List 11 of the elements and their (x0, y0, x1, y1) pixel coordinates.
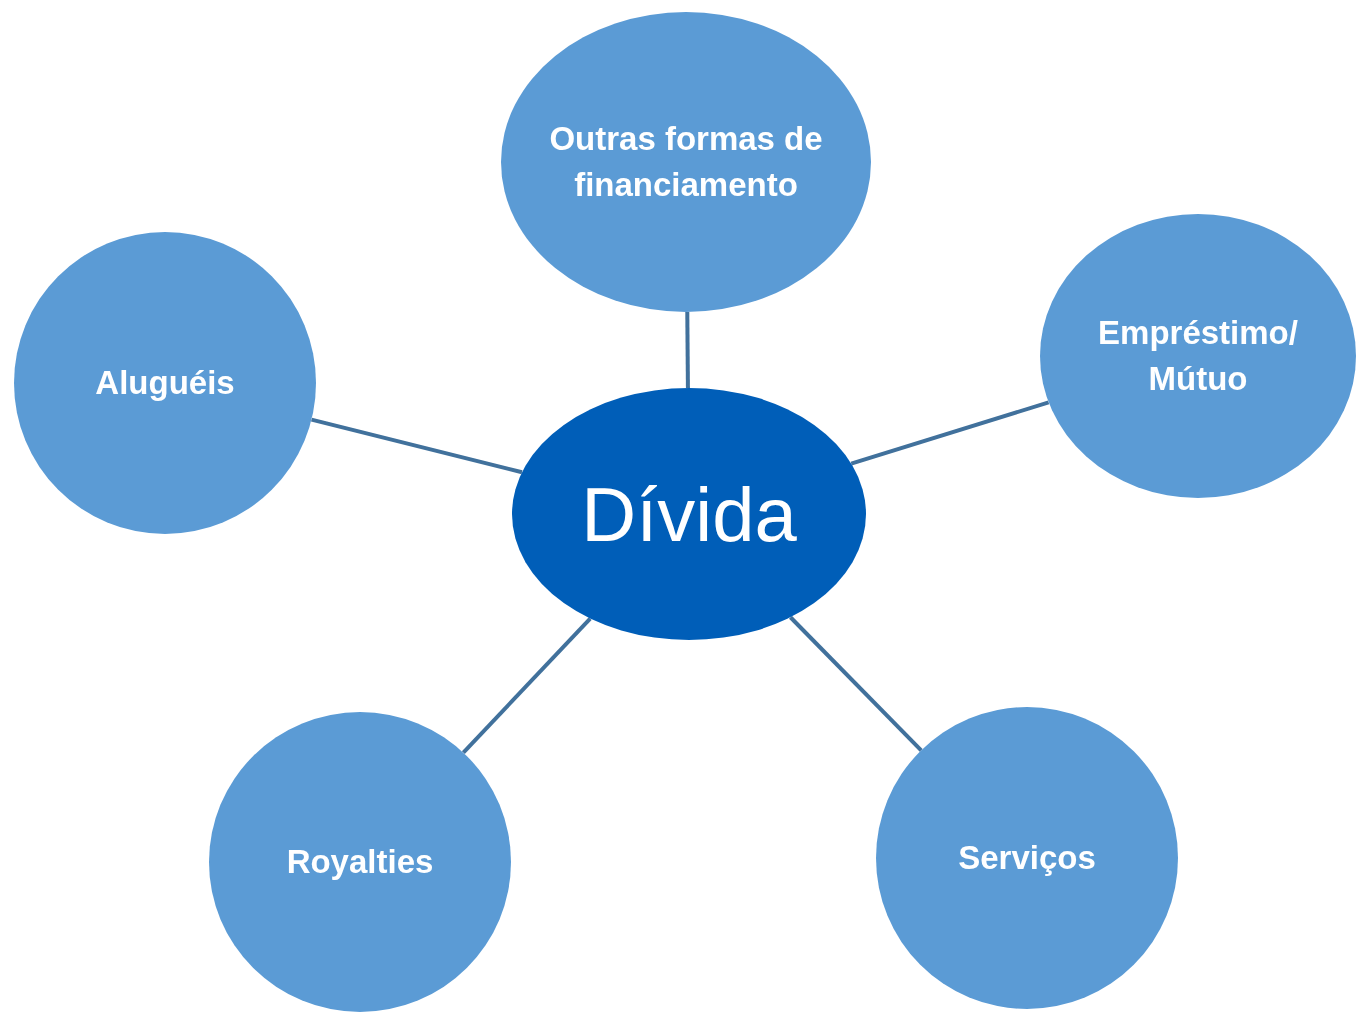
topic-label: Outras formas de financiamento (548, 118, 824, 205)
connector-line (850, 400, 1050, 466)
central-label: Dívida (581, 470, 797, 559)
connector-line (685, 312, 690, 389)
topic-label: Serviços (958, 837, 1096, 878)
connector-line (311, 417, 523, 475)
connector-line (789, 615, 923, 752)
topic-label: Aluguéis (95, 362, 235, 403)
connector-line (461, 617, 592, 755)
topic-label: Empréstimo/ Mútuo (1097, 312, 1299, 399)
topic-label: Royalties (286, 841, 434, 882)
